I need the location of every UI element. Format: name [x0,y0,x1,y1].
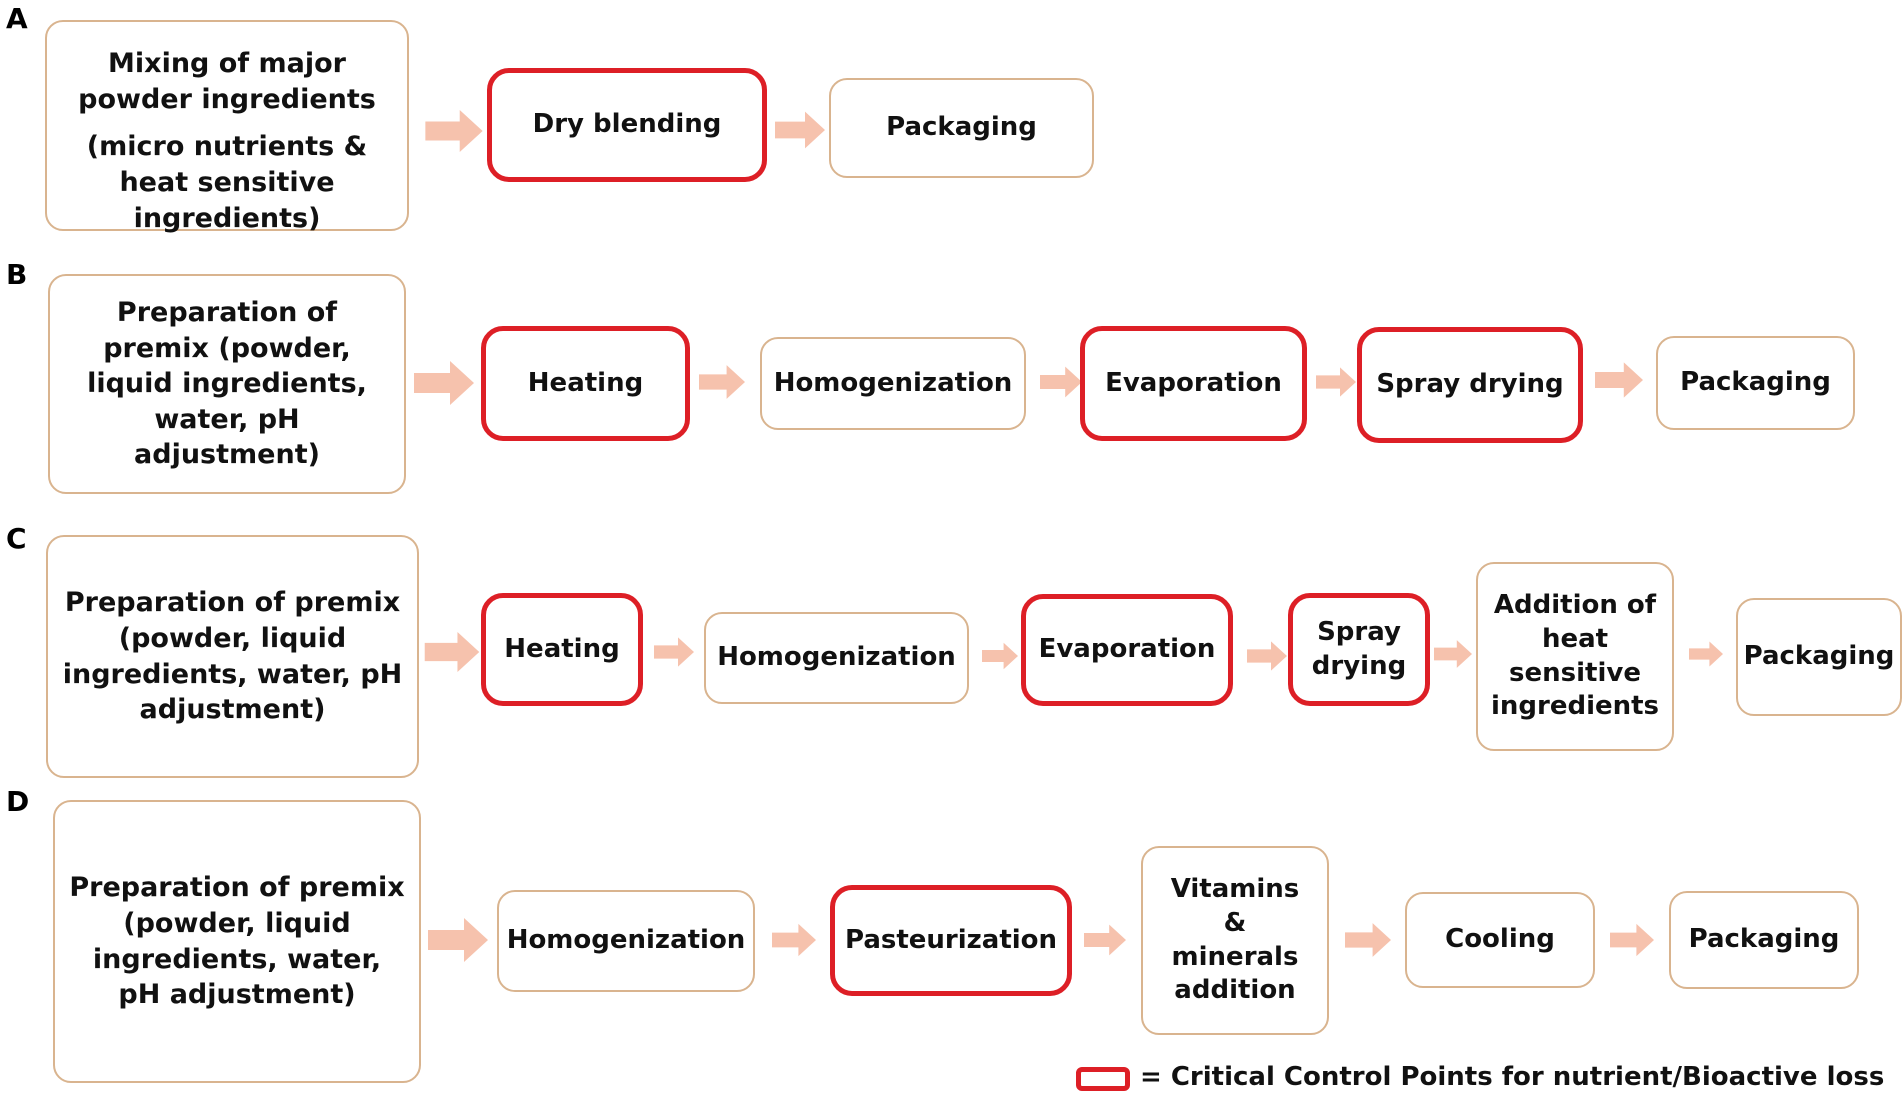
step-evaporation: Evaporation [1021,594,1233,706]
step-heating: Heating [481,326,690,441]
panel-label-a: A [6,2,28,35]
panel-label-b: B [6,258,28,291]
step-spray-drying: Spray drying [1288,593,1430,706]
flow-arrow [1434,634,1472,674]
flow-arrow [423,110,485,152]
flow-arrow [422,918,494,962]
flow-arrow [1316,360,1356,404]
flow-arrow [654,632,694,672]
ccp-legend-text: = Critical Control Points for nutrient/B… [1140,1062,1885,1092]
mixing-powder-text: Mixing of major powder ingredients [78,48,376,115]
step-packaging: Packaging [1656,336,1855,430]
step-cooling: Cooling [1405,892,1595,988]
step-spray-drying: Spray drying [1357,327,1583,443]
ccp-legend-swatch [1076,1067,1130,1091]
premix-box: Preparation of premix (powder, liquid in… [53,800,421,1083]
premix-box: Preparation of premix (powder, liquid in… [48,274,406,494]
step-packaging: Packaging [1736,598,1902,716]
step-add-heat-sensitive: Addition of heat sensitive ingredients [1476,562,1674,751]
flow-arrow [1247,636,1287,676]
step-packaging: Packaging [1669,891,1859,989]
flow-arrow [1689,634,1723,674]
step-homogenization: Homogenization [704,612,969,704]
panel-label-d: D [6,785,30,818]
step-dry-blending: Dry blending [487,68,767,182]
premix-box: Preparation of premix (powder, liquid in… [46,535,419,778]
flow-arrow [1040,360,1082,404]
step-evaporation: Evaporation [1080,326,1307,441]
step-homogenization: Homogenization [760,337,1026,430]
step-packaging: Packaging [829,78,1094,178]
step-heating: Heating [481,593,643,706]
flow-arrow [772,918,816,962]
flow-arrow [1610,918,1654,962]
flow-arrow [1345,918,1391,962]
flow-arrow [775,110,825,150]
flow-arrow [699,360,745,404]
step-pasteurization: Pasteurization [830,885,1072,996]
mixing-powder-box: Mixing of major powder ingredients (micr… [45,20,409,234]
flow-arrow [1084,918,1126,962]
flow-arrow [414,358,474,408]
step-vitamins-minerals: Vitamins & minerals addition [1141,846,1329,1035]
step-homogenization: Homogenization [497,890,755,992]
flow-arrow [1595,358,1643,402]
flow-arrow [982,636,1018,676]
flow-arrow [424,632,480,672]
panel-label-c: C [6,522,27,555]
mixing-powder-subtext: (micro nutrients & heat sensitive ingred… [86,131,368,234]
